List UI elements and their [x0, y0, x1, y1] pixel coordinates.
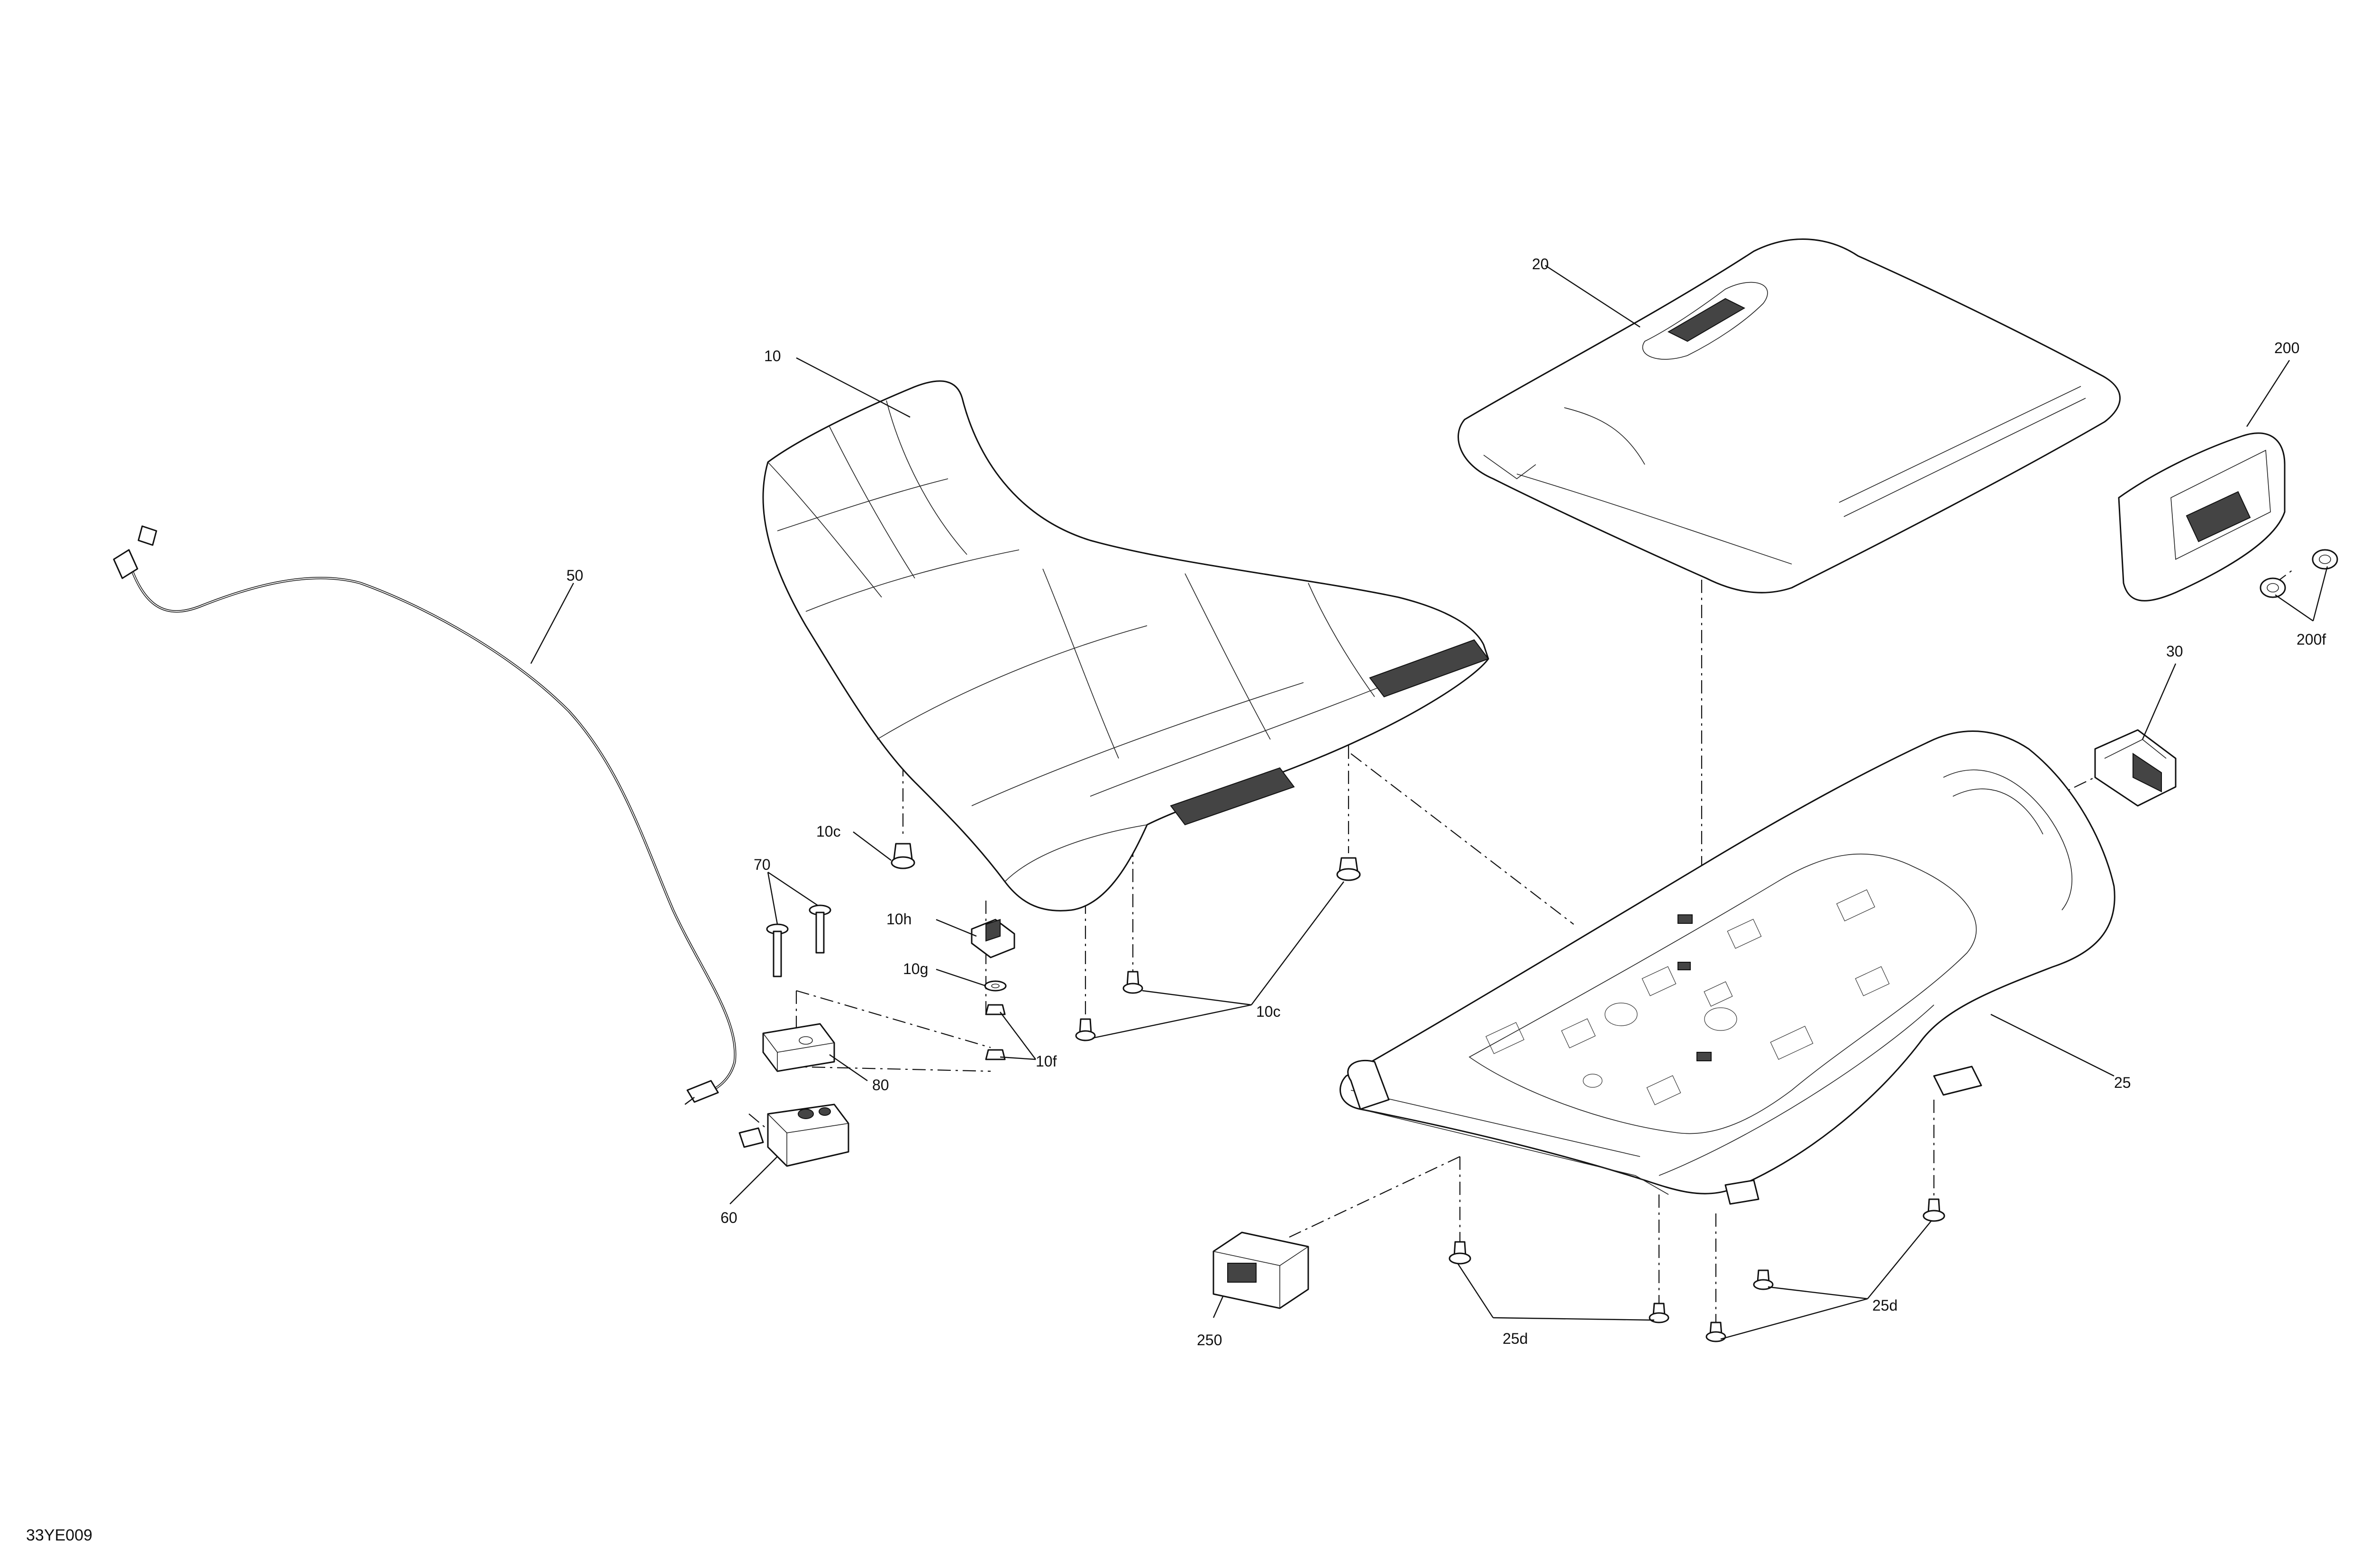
reference-code: 33YE009 [26, 1526, 92, 1544]
label-base-bumper-right: 25d [1872, 1297, 1897, 1314]
label-seat-bumper-right: 10c [1256, 1003, 1281, 1020]
seat-bumpers [891, 843, 1361, 1041]
label-cable: 50 [566, 567, 583, 584]
handle-part [2118, 432, 2286, 602]
label-screw: 70 [754, 856, 771, 873]
label-nut: 10f [1036, 1053, 1057, 1070]
base-bumpers [1449, 1198, 1945, 1342]
label-switch: 250 [1197, 1331, 1222, 1349]
storage-lid-part [1458, 238, 2121, 593]
latch-part [738, 1103, 849, 1167]
label-seat: 10 [764, 347, 781, 365]
latch-bracket-part [2094, 729, 2177, 807]
seat-hardware [971, 919, 1015, 1060]
screws [766, 904, 831, 977]
seat-part [762, 380, 1489, 912]
label-latch-bracket: 30 [2166, 643, 2183, 660]
label-nut-clip: 10h [886, 911, 912, 928]
cable-part [113, 525, 737, 1105]
leader-lines [530, 264, 2328, 1340]
callout-labels: 10 20 200 200f 30 50 10c 10h 10g 10f 10c… [566, 255, 2326, 1349]
label-washer: 10g [903, 960, 928, 977]
label-base-bumper-left: 25d [1503, 1330, 1528, 1347]
label-handle-nut: 200f [2297, 631, 2326, 648]
label-handle: 200 [2274, 339, 2299, 356]
support-part [762, 1023, 835, 1072]
base-frame-part [1340, 730, 2115, 1205]
label-support: 80 [872, 1076, 889, 1094]
label-storage-lid: 20 [1532, 255, 1549, 273]
label-latch: 60 [720, 1209, 738, 1226]
label-base-frame: 25 [2114, 1074, 2131, 1091]
label-seat-bumper-left: 10c [816, 823, 841, 840]
switch-part [1212, 1231, 1309, 1309]
handle-nuts [2260, 549, 2338, 598]
